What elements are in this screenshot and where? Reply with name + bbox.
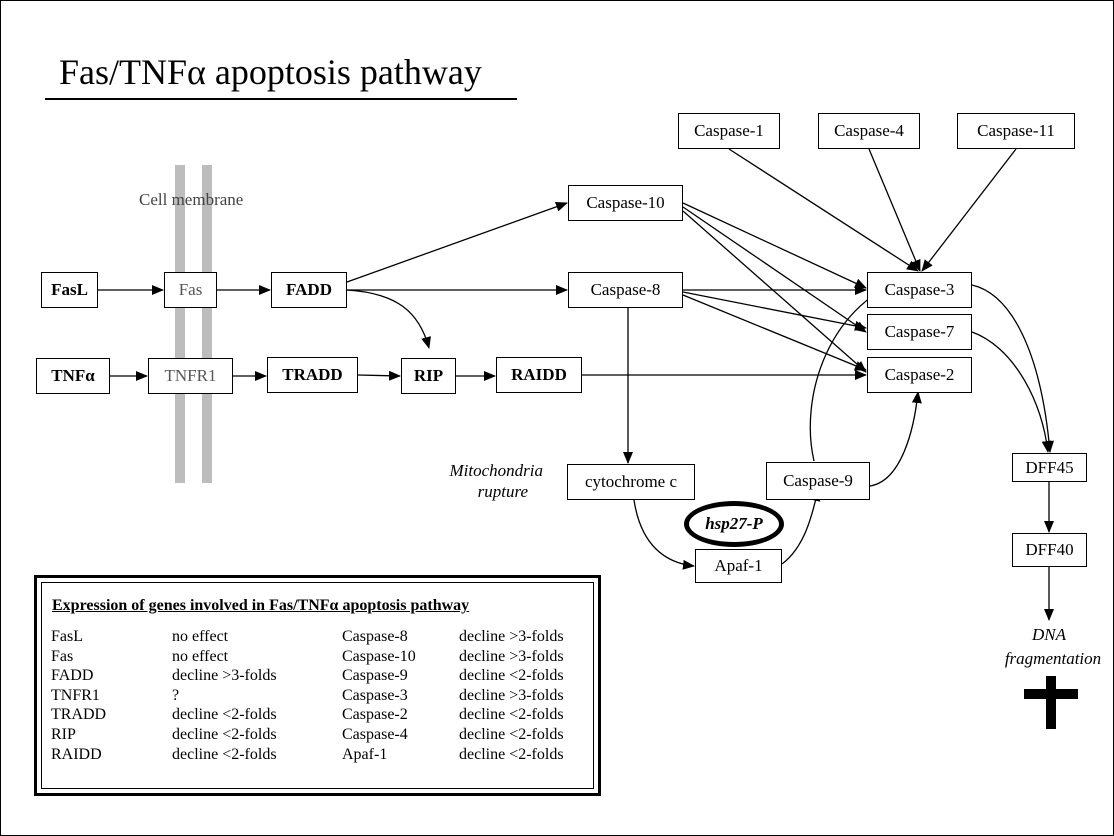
table-cell: decline >3-folds [459,686,564,704]
node-caspase1: Caspase-1 [678,113,780,149]
table-cell: Caspase-3 [342,686,408,704]
node-caspase8: Caspase-8 [568,272,683,308]
edge-caspase7-dff45 [971,331,1052,453]
node-caspase4: Caspase-4 [818,113,920,149]
node-fadd: FADD [271,272,347,308]
table-cell: decline <2-folds [459,726,564,743]
node-fasl: FasL [41,272,98,308]
expression-table: Expression of genes involved in Fas/TNFα… [34,575,601,796]
node-hsp27p: hsp27-P [684,501,784,547]
title-underline [45,98,517,100]
table-cell: Caspase-2 [342,706,408,724]
table-cell: decline <2-folds [172,726,277,743]
table-title: Expression of genes involved in Fas/TNFα… [52,597,470,614]
table-cell: ? [172,686,180,704]
table-cell: Apaf-1 [342,745,388,763]
edge-caspase9-caspase2 [869,391,922,487]
edge-fadd-rip [346,289,431,349]
edge-caspase3-dff45 [971,284,1055,453]
mitochondria-label-line1: Mitochondria [449,461,544,480]
membrane-bar-right [202,165,212,483]
table-cell: Caspase-10 [342,647,416,665]
edge-caspase10-caspase3 [682,202,867,289]
edge-tradd-rip [357,370,401,381]
page-title: Fas/TNFα apoptosis pathway [59,52,482,92]
node-caspase10: Caspase-10 [568,185,683,221]
node-caspase11: Caspase-11 [957,113,1075,149]
table-cell: decline >3-folds [172,667,277,685]
edge-caspase1-caspase3 [728,148,919,272]
edge-caspase10-caspase2 [682,210,867,373]
table-cell: decline <2-folds [459,745,564,763]
edge-caspase8-caspase7 [682,291,867,331]
table-cell: no effect [172,647,229,665]
node-caspase3: Caspase-3 [867,272,972,308]
dna-label-line1: DNA [1032,625,1066,644]
edge-fadd-caspase10 [346,202,568,283]
node-tnfa: TNFα [36,358,110,394]
node-tradd: TRADD [267,357,358,393]
table-cell: RAIDD [51,745,102,763]
table-cell: decline >3-folds [459,628,564,645]
edge-caspase4-caspase3 [868,148,921,272]
node-dff40: DFF40 [1012,533,1087,567]
node-caspase7: Caspase-7 [867,314,972,350]
node-caspase9: Caspase-9 [766,462,870,500]
node-cytochrome-c: cytochrome c [567,464,695,500]
table-cell: Caspase-4 [342,726,408,743]
dna-label-line2: fragmentation [1004,649,1102,668]
node-fas: Fas [164,272,217,308]
table-cell: Caspase-8 [342,628,408,645]
table-cell: FADD [51,667,94,685]
node-tnfr1: TNFR1 [148,358,233,394]
node-caspase2: Caspase-2 [867,357,972,393]
table-cell: no effect [172,628,229,645]
table-cell: TRADD [51,706,107,724]
node-apaf1: Apaf-1 [695,549,782,583]
table-cell: decline <2-folds [172,745,277,763]
edge-caspase10-caspase7 [682,206,867,333]
membrane-label: Cell membrane [139,190,244,209]
table-cell: TNFR1 [51,686,100,704]
node-dff45: DFF45 [1012,453,1087,482]
mitochondria-label-line2: rupture [477,482,528,501]
edge-cytochrome-c-apaf1 [633,499,695,570]
node-raidd: RAIDD [496,357,582,393]
edge-caspase8-caspase2 [682,294,867,371]
table-cell: decline >3-folds [459,647,564,665]
membrane-bar-left [175,165,185,483]
table-cell: Caspase-9 [342,667,408,685]
table-cell: decline <2-folds [459,667,564,685]
table-cell: FasL [51,628,83,645]
table-cell: decline <2-folds [459,706,564,724]
edge-caspase11-caspase3 [921,148,1017,272]
table-cell: RIP [51,726,76,743]
edge-apaf1-caspase9 [781,489,821,565]
table-cell: decline <2-folds [172,706,277,724]
table-cell: Fas [51,647,74,665]
node-rip: RIP [401,358,456,394]
